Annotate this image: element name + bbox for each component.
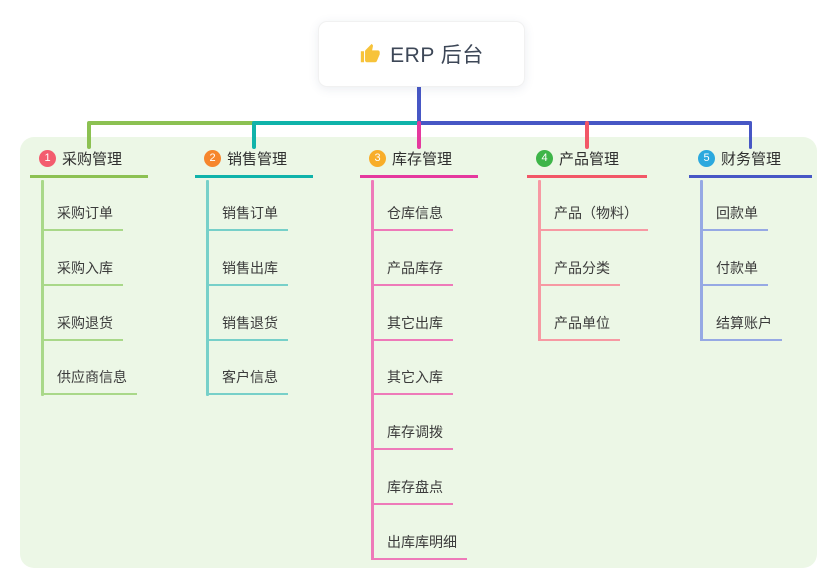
- child-node[interactable]: 其它出库: [371, 311, 453, 341]
- branch-number-badge: 4: [536, 149, 553, 167]
- child-node-label: 产品（物料）: [554, 205, 638, 221]
- child-node[interactable]: 采购订单: [41, 201, 123, 231]
- child-node[interactable]: 产品单位: [538, 311, 620, 341]
- child-node[interactable]: 结算账户: [700, 311, 782, 341]
- child-node-label: 库存调拨: [387, 424, 443, 441]
- child-node-label: 结算账户: [716, 314, 772, 331]
- branch-title: 销售管理: [227, 150, 288, 168]
- child-node[interactable]: 付款单: [700, 256, 768, 286]
- mindmap-background-panel: [20, 137, 817, 568]
- child-node[interactable]: 产品（物料）: [538, 201, 648, 231]
- branch-title: 产品管理: [559, 150, 620, 168]
- child-node[interactable]: 产品库存: [371, 256, 453, 286]
- connector-drop-2: [252, 121, 256, 149]
- connector-root-stem: [417, 84, 421, 125]
- child-node[interactable]: 采购退货: [41, 311, 123, 341]
- child-node-label: 客户信息: [222, 369, 278, 386]
- child-node-label: 采购入库: [57, 259, 113, 276]
- child-node-label: 供应商信息: [57, 369, 127, 386]
- connector-drop-3: [417, 121, 421, 149]
- child-node[interactable]: 出库库明细: [371, 530, 467, 560]
- connector-drop-4: [585, 121, 589, 149]
- child-node-label: 其它入库: [387, 369, 443, 386]
- branch-node-3[interactable]: 3 库存管理: [360, 146, 478, 178]
- child-node[interactable]: 客户信息: [206, 365, 288, 396]
- child-node[interactable]: 销售退货: [206, 311, 288, 341]
- branch-node-1[interactable]: 1 采购管理: [30, 146, 148, 178]
- root-node[interactable]: ERP 后台: [318, 21, 525, 87]
- child-node-label: 仓库信息: [387, 205, 443, 221]
- connector-rail-left-green: [87, 121, 256, 125]
- child-node[interactable]: 仓库信息: [371, 201, 453, 231]
- child-node[interactable]: 销售出库: [206, 256, 288, 286]
- branch-title: 财务管理: [721, 150, 782, 168]
- child-node-label: 回款单: [716, 205, 758, 221]
- child-node-label: 产品库存: [387, 259, 443, 276]
- thumbs-up-icon: [361, 43, 380, 63]
- child-node-label: 销售退货: [222, 314, 278, 331]
- child-node[interactable]: 库存盘点: [371, 475, 453, 505]
- connector-drop-5: [748, 121, 753, 149]
- branch-child-connector-line: [700, 180, 703, 342]
- child-node-label: 出库库明细: [387, 533, 457, 550]
- branch-child-connector-line: [371, 180, 374, 561]
- branch-number-badge: 5: [698, 149, 715, 167]
- child-node[interactable]: 回款单: [700, 201, 768, 231]
- child-node[interactable]: 产品分类: [538, 256, 620, 286]
- child-node-label: 采购订单: [57, 205, 113, 221]
- child-node[interactable]: 供应商信息: [41, 365, 137, 396]
- child-node-label: 销售订单: [222, 205, 278, 221]
- child-node[interactable]: 库存调拨: [371, 420, 453, 451]
- child-node-label: 采购退货: [57, 314, 113, 331]
- child-node[interactable]: 销售订单: [206, 201, 288, 231]
- connector-rail-mid-teal: [253, 121, 419, 125]
- branch-node-4[interactable]: 4 产品管理: [527, 146, 647, 178]
- branch-number-badge: 2: [204, 149, 221, 167]
- child-node-label: 销售出库: [222, 259, 278, 276]
- root-node-label: ERP 后台: [390, 44, 484, 67]
- branch-node-5[interactable]: 5 财务管理: [689, 146, 812, 178]
- child-node-label: 付款单: [716, 259, 758, 276]
- connector-drop-1: [87, 121, 91, 149]
- child-node[interactable]: 采购入库: [41, 256, 123, 286]
- branch-child-connector-line: [538, 180, 541, 342]
- child-node-label: 产品单位: [554, 314, 610, 331]
- branch-title: 库存管理: [392, 150, 453, 168]
- branch-node-2[interactable]: 2 销售管理: [195, 146, 313, 178]
- branch-number-badge: 3: [369, 149, 386, 167]
- child-node-label: 产品分类: [554, 259, 610, 276]
- child-node-label: 其它出库: [387, 314, 443, 331]
- branch-number-badge: 1: [39, 149, 56, 167]
- child-node-label: 库存盘点: [387, 479, 443, 495]
- branch-child-connector-line: [206, 180, 209, 396]
- branch-child-connector-line: [41, 180, 44, 396]
- child-node[interactable]: 其它入库: [371, 365, 453, 396]
- connector-rail-right-indigo: [417, 121, 752, 125]
- branch-title: 采购管理: [62, 150, 123, 168]
